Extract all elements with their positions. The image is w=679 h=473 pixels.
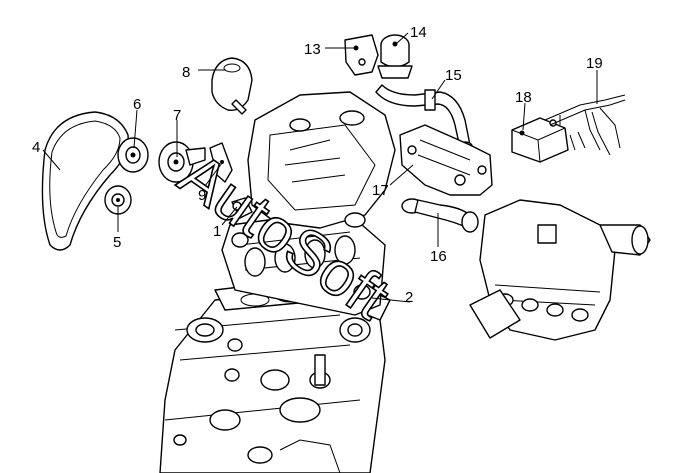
engine-cover (247, 91, 396, 229)
callout-9: 9 (198, 187, 206, 204)
callout-7: 7 (173, 107, 181, 124)
leader-lines (42, 32, 598, 303)
sensor-9 (209, 142, 233, 183)
callout-16: 16 (430, 248, 447, 265)
callout-15: 15 (445, 67, 462, 84)
egr-valve-14 (377, 34, 413, 79)
connecting-pipe-16 (401, 198, 479, 233)
callout-5: 5 (113, 234, 121, 251)
callout-13: 13 (304, 41, 321, 58)
cylinder-head (221, 209, 386, 316)
idler-roller-5 (104, 185, 132, 215)
callout-1: 1 (213, 223, 221, 240)
wiring-harness-19 (544, 94, 626, 156)
callout-8: 8 (182, 64, 190, 81)
idler-pulley-6 (117, 137, 149, 173)
intake-manifold (469, 199, 651, 341)
callout-17: 17 (372, 182, 389, 199)
timing-belt (41, 111, 129, 251)
callout-4: 4 (32, 139, 40, 156)
callout-14: 14 (410, 24, 427, 41)
control-module-18 (511, 117, 569, 163)
egr-bracket-13 (344, 34, 379, 76)
belt-tensioner-7 (158, 141, 206, 183)
engine-block (159, 289, 386, 473)
callouts: 1 2 4 5 6 7 8 9 13 14 15 16 17 18 19 (32, 24, 603, 306)
callout-2: 2 (405, 289, 413, 306)
egr-cooler-17 (399, 124, 493, 196)
vacuum-reservoir-8 (211, 57, 253, 115)
callout-6: 6 (133, 96, 141, 113)
callout-19: 19 (586, 55, 603, 72)
callout-18: 18 (515, 89, 532, 106)
fitting-1 (231, 197, 253, 219)
